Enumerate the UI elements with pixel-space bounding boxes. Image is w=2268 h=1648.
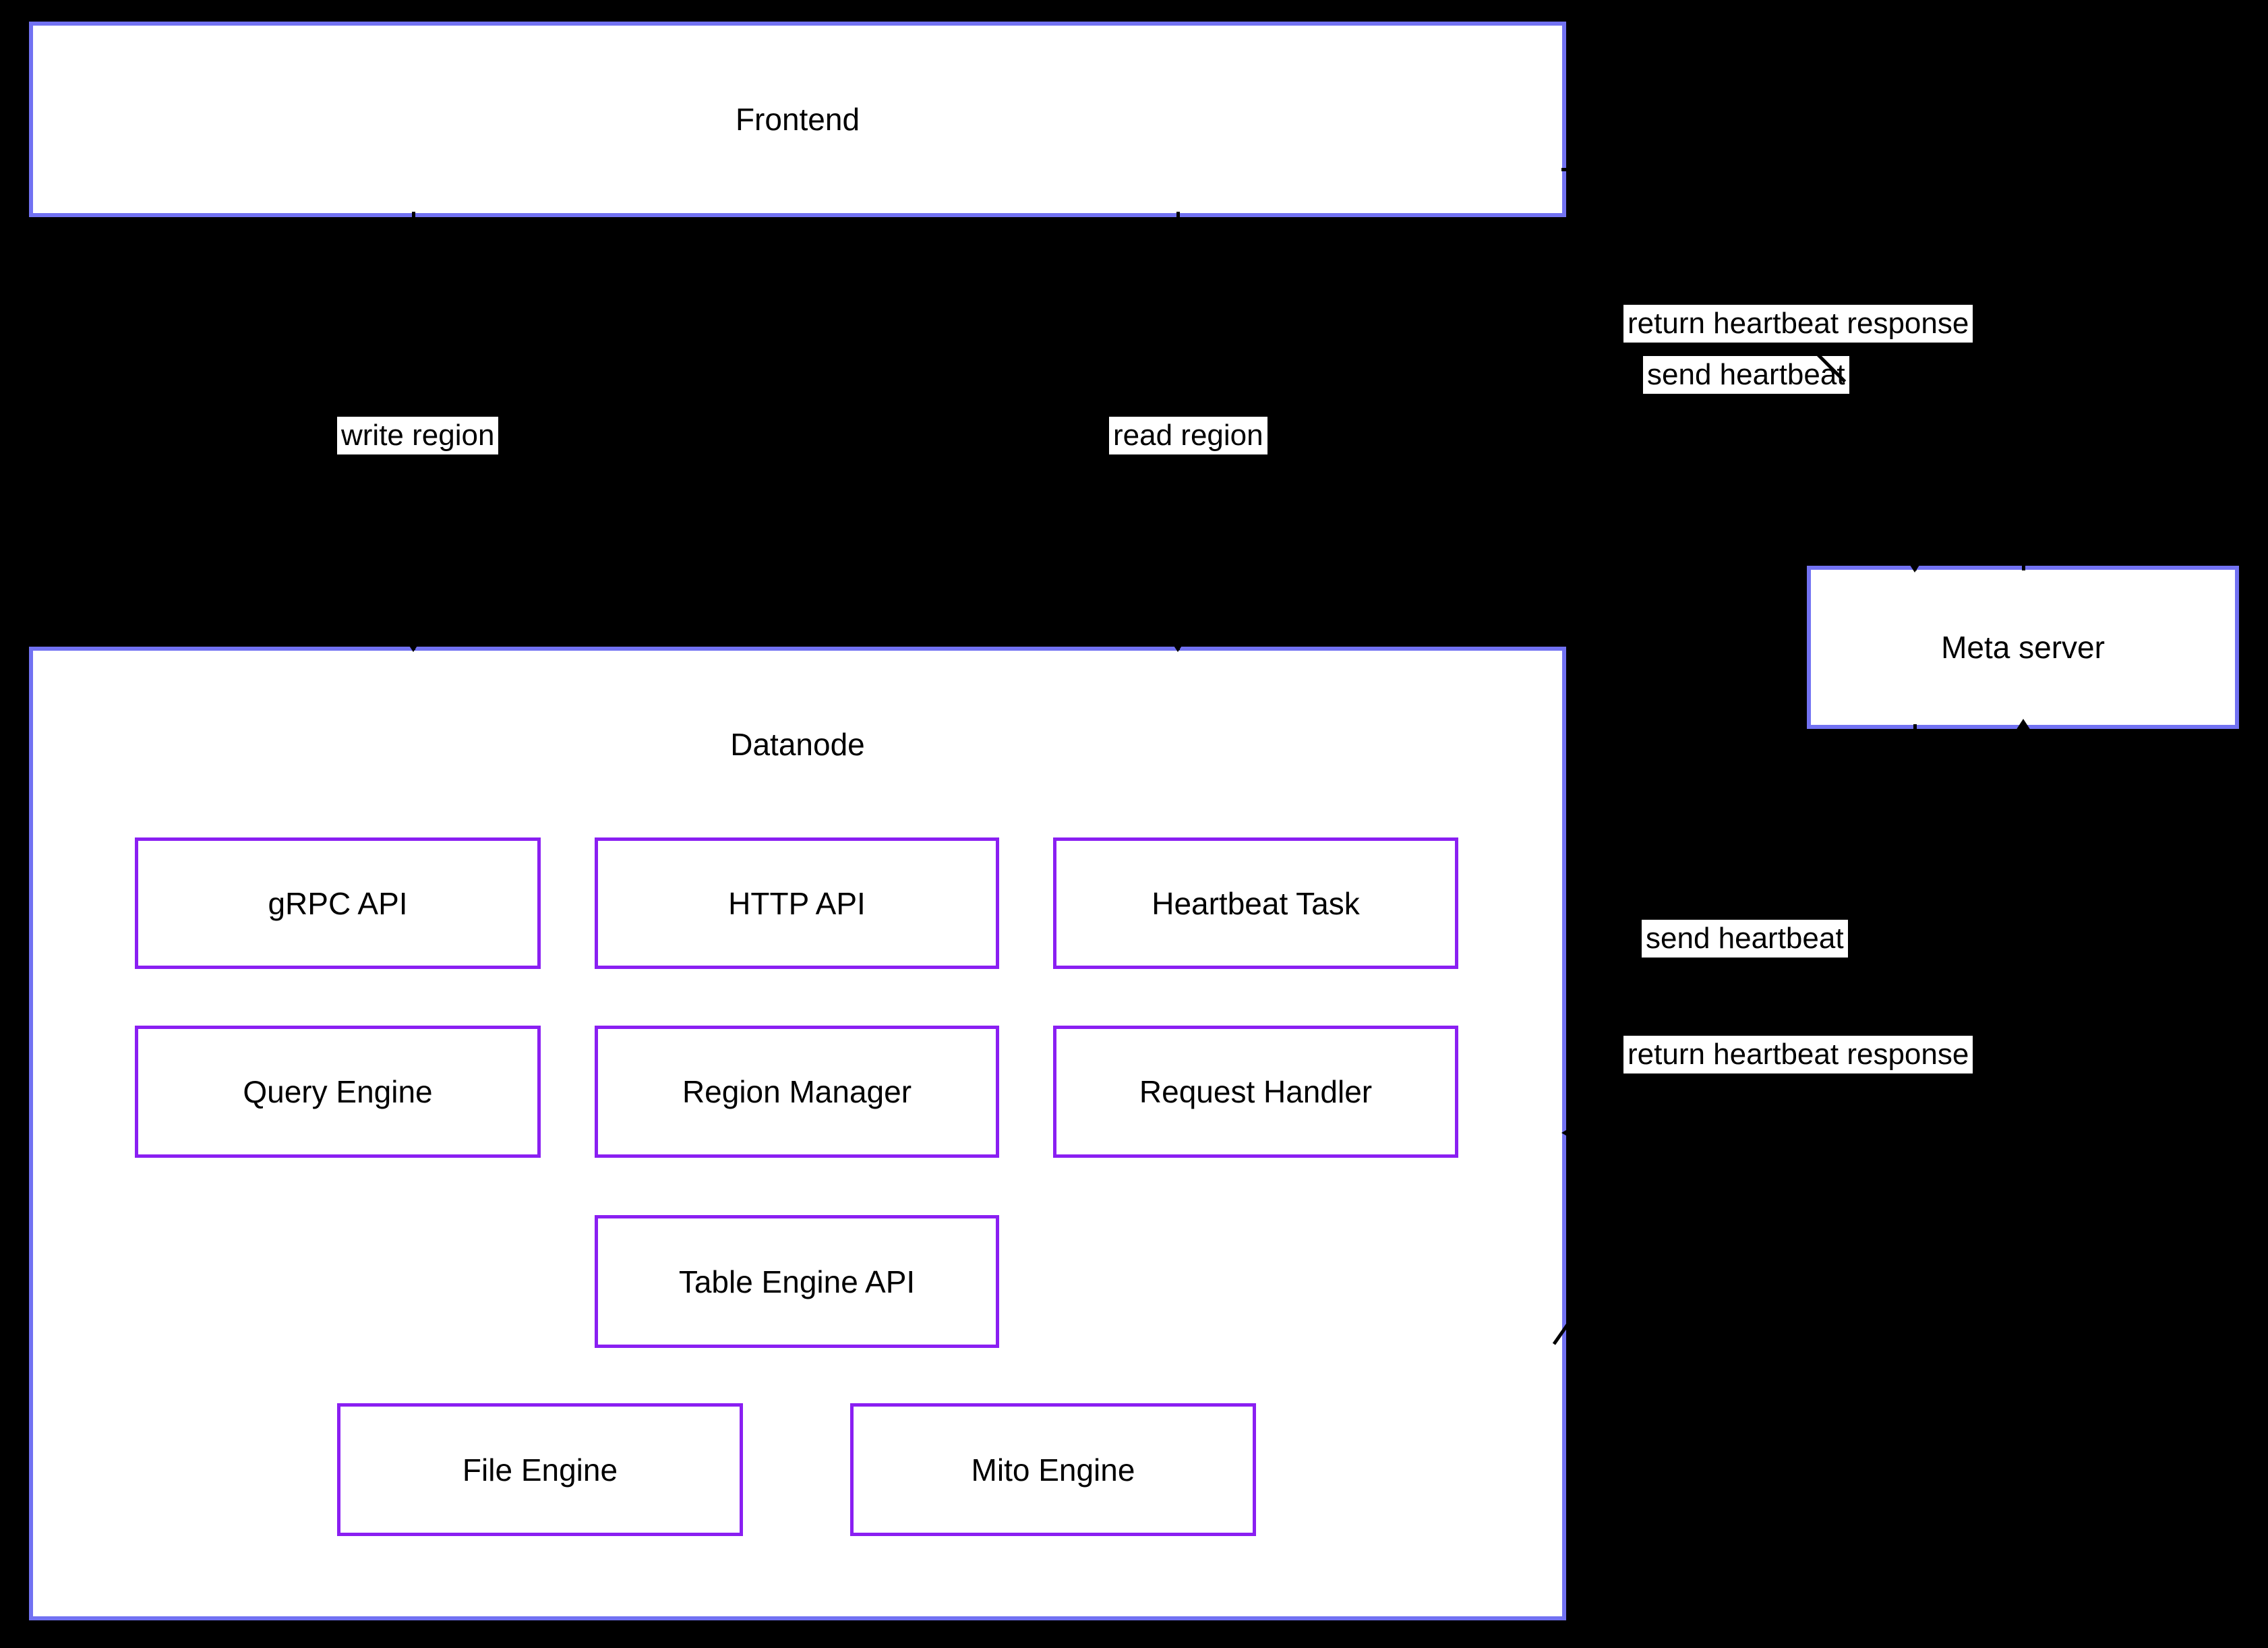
meta-server-label: Meta server — [1941, 630, 2105, 665]
grpc-api-label: gRPC API — [268, 885, 408, 921]
request-handler-node: Request Handler — [1053, 1026, 1458, 1158]
heartbeat-task-label: Heartbeat Task — [1152, 885, 1360, 921]
write-region-arrowhead-icon — [406, 641, 421, 652]
edge-label-frontend-meta-return: return heartbeat response — [1623, 305, 1973, 343]
edge-meta-bottom-line-a — [1913, 724, 1917, 917]
edge-meta-bottom-line-b — [2022, 724, 2025, 917]
region-manager-label: Region Manager — [682, 1074, 912, 1109]
meta-bottom-arrowhead-icon — [2016, 719, 2031, 730]
file-engine-node: File Engine — [337, 1403, 743, 1536]
meta-server-node: Meta server — [1807, 566, 2239, 729]
edge-frontend-right-stub — [1561, 168, 1572, 171]
edge-label-datanode-meta-return: return heartbeat response — [1623, 1036, 1973, 1073]
edge-meta-top-line-b — [2022, 344, 2025, 570]
heartbeat-task-node: Heartbeat Task — [1053, 837, 1458, 969]
table-engine-api-label: Table Engine API — [678, 1264, 916, 1299]
http-api-label: HTTP API — [728, 885, 866, 921]
query-engine-label: Query Engine — [243, 1074, 433, 1109]
region-manager-node: Region Manager — [595, 1026, 999, 1158]
query-engine-node: Query Engine — [135, 1026, 541, 1158]
datanode-right-arrowhead-icon — [1561, 1125, 1574, 1140]
frontend-node: Frontend — [29, 22, 1566, 217]
edge-meta-top-line-a — [1913, 378, 1917, 570]
table-engine-api-node: Table Engine API — [595, 1215, 999, 1348]
mito-engine-node: Mito Engine — [850, 1403, 1256, 1536]
read-region-arrowhead-icon — [1170, 641, 1185, 652]
edge-label-frontend-meta-send: send heartbeat — [1643, 356, 1849, 394]
http-api-node: HTTP API — [595, 837, 999, 969]
edge-label-write-region: write region — [337, 417, 499, 454]
mito-engine-label: Mito Engine — [971, 1452, 1135, 1488]
datanode-label: Datanode — [730, 727, 865, 762]
frontend-label: Frontend — [735, 102, 860, 137]
file-engine-label: File Engine — [462, 1452, 618, 1488]
meta-top-arrowhead-icon — [1907, 561, 1922, 572]
edge-label-read-region: read region — [1109, 417, 1267, 454]
edge-label-datanode-meta-send: send heartbeat — [1642, 920, 1848, 958]
request-handler-label: Request Handler — [1139, 1074, 1373, 1109]
grpc-api-node: gRPC API — [135, 837, 541, 969]
